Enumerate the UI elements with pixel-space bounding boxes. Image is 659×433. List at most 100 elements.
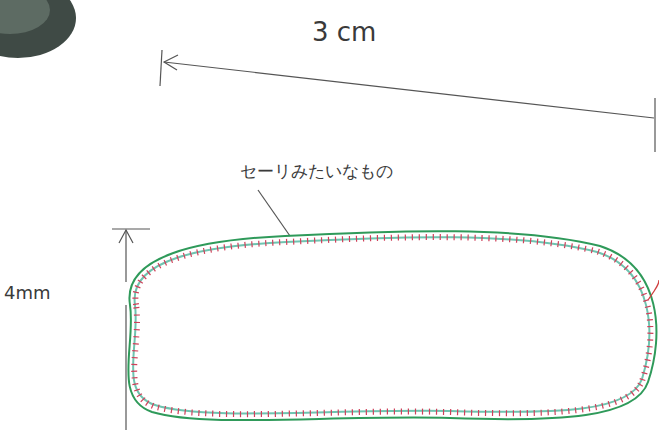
seta-tick <box>198 410 200 416</box>
seta-tick <box>133 303 139 305</box>
seta-tick <box>412 234 413 240</box>
seta-tick <box>373 409 374 415</box>
note-label: セーリみたいなもの <box>240 162 393 181</box>
seta-tick <box>342 236 344 242</box>
seta-tick <box>212 411 213 417</box>
seta-tick <box>394 409 395 415</box>
seta-tick <box>279 239 280 245</box>
seta-tick <box>614 257 617 262</box>
seta-tick <box>132 384 138 385</box>
seta-tick <box>588 405 590 411</box>
seta-tick <box>597 249 599 255</box>
seta-tick <box>492 410 493 416</box>
seta-tick <box>557 241 559 247</box>
seta-tick <box>408 409 409 415</box>
seta-tick <box>183 253 185 259</box>
seta-tick <box>523 237 525 243</box>
seta-tick <box>454 234 455 240</box>
seta-tick <box>609 254 612 259</box>
seta-tick <box>352 409 353 415</box>
dimension-label: 4mm <box>4 283 51 303</box>
seta-tick <box>366 409 367 415</box>
seta-tick <box>132 298 138 299</box>
seta-tick <box>146 401 149 406</box>
seta-tick <box>131 371 137 372</box>
arrow-head <box>119 230 133 243</box>
seta-tick <box>426 234 427 240</box>
seta-tick <box>190 251 192 257</box>
seta-tick <box>440 234 441 240</box>
seta-tick <box>436 409 437 415</box>
seta-tick <box>247 411 248 417</box>
seta-tick <box>620 261 624 266</box>
seta-tick <box>643 366 649 367</box>
seta-tick <box>568 408 570 414</box>
seta-tick <box>152 266 155 271</box>
seta-tick <box>286 239 287 245</box>
seta-tick <box>268 411 269 417</box>
seta-tick <box>317 410 318 416</box>
seta-tick <box>631 391 635 396</box>
dimension-line <box>125 305 126 430</box>
seta-tick <box>499 410 500 416</box>
seta-tick <box>474 235 475 241</box>
seta-tick <box>310 410 311 416</box>
seta-tick <box>645 306 651 307</box>
seta-tick <box>265 240 267 246</box>
seta-tick <box>230 244 232 250</box>
extension-line <box>654 98 655 152</box>
seta-tick <box>591 247 592 253</box>
seta-tick <box>331 410 332 416</box>
seta-tick <box>133 292 139 293</box>
arrow-head <box>164 55 178 70</box>
seta-tick <box>328 237 330 243</box>
seta-tick <box>527 410 528 416</box>
seta-tick <box>513 410 514 416</box>
extension-line <box>112 228 150 229</box>
seta-tick <box>571 243 572 249</box>
seta-tick <box>387 409 388 415</box>
seta-tick <box>415 409 416 415</box>
setae-ticks <box>131 234 653 417</box>
seta-tick <box>177 408 179 414</box>
seta-tick <box>307 238 308 244</box>
seta-tick <box>433 234 434 240</box>
seta-tick <box>293 239 294 245</box>
seta-tick <box>338 410 339 416</box>
edge-mark <box>648 280 659 300</box>
seta-tick <box>131 364 137 365</box>
seta-tick <box>419 234 420 240</box>
seta-tick <box>640 379 646 381</box>
seta-tick <box>595 404 596 410</box>
seta-tick <box>447 234 448 240</box>
seta-tick <box>642 372 648 374</box>
seta-tick <box>324 410 325 416</box>
seta-tick <box>429 409 430 415</box>
specimen-outline <box>128 231 656 420</box>
seta-tick <box>481 235 482 241</box>
seta-tick <box>244 242 246 248</box>
seta-tick <box>632 276 637 280</box>
seta-tick <box>275 411 276 417</box>
seta-tick <box>643 300 649 302</box>
seta-tick <box>233 411 234 417</box>
seta-tick <box>272 240 273 246</box>
seta-tick <box>641 293 647 295</box>
leader-line <box>258 190 290 236</box>
seta-tick <box>133 336 139 338</box>
seta-tick <box>398 235 399 241</box>
seta-tick <box>138 280 143 283</box>
seta-tick <box>422 409 423 415</box>
seta-tick <box>240 411 241 417</box>
seta-tick <box>638 383 643 386</box>
seta-tick <box>134 329 140 330</box>
seta-tick <box>450 409 451 415</box>
seta-tick <box>614 399 616 405</box>
seta-tick <box>296 411 297 417</box>
seta-tick <box>537 239 539 245</box>
seta-tick <box>164 260 166 266</box>
seta-tick <box>550 240 552 246</box>
photo-highlight <box>0 0 50 34</box>
seta-tick <box>226 411 227 417</box>
